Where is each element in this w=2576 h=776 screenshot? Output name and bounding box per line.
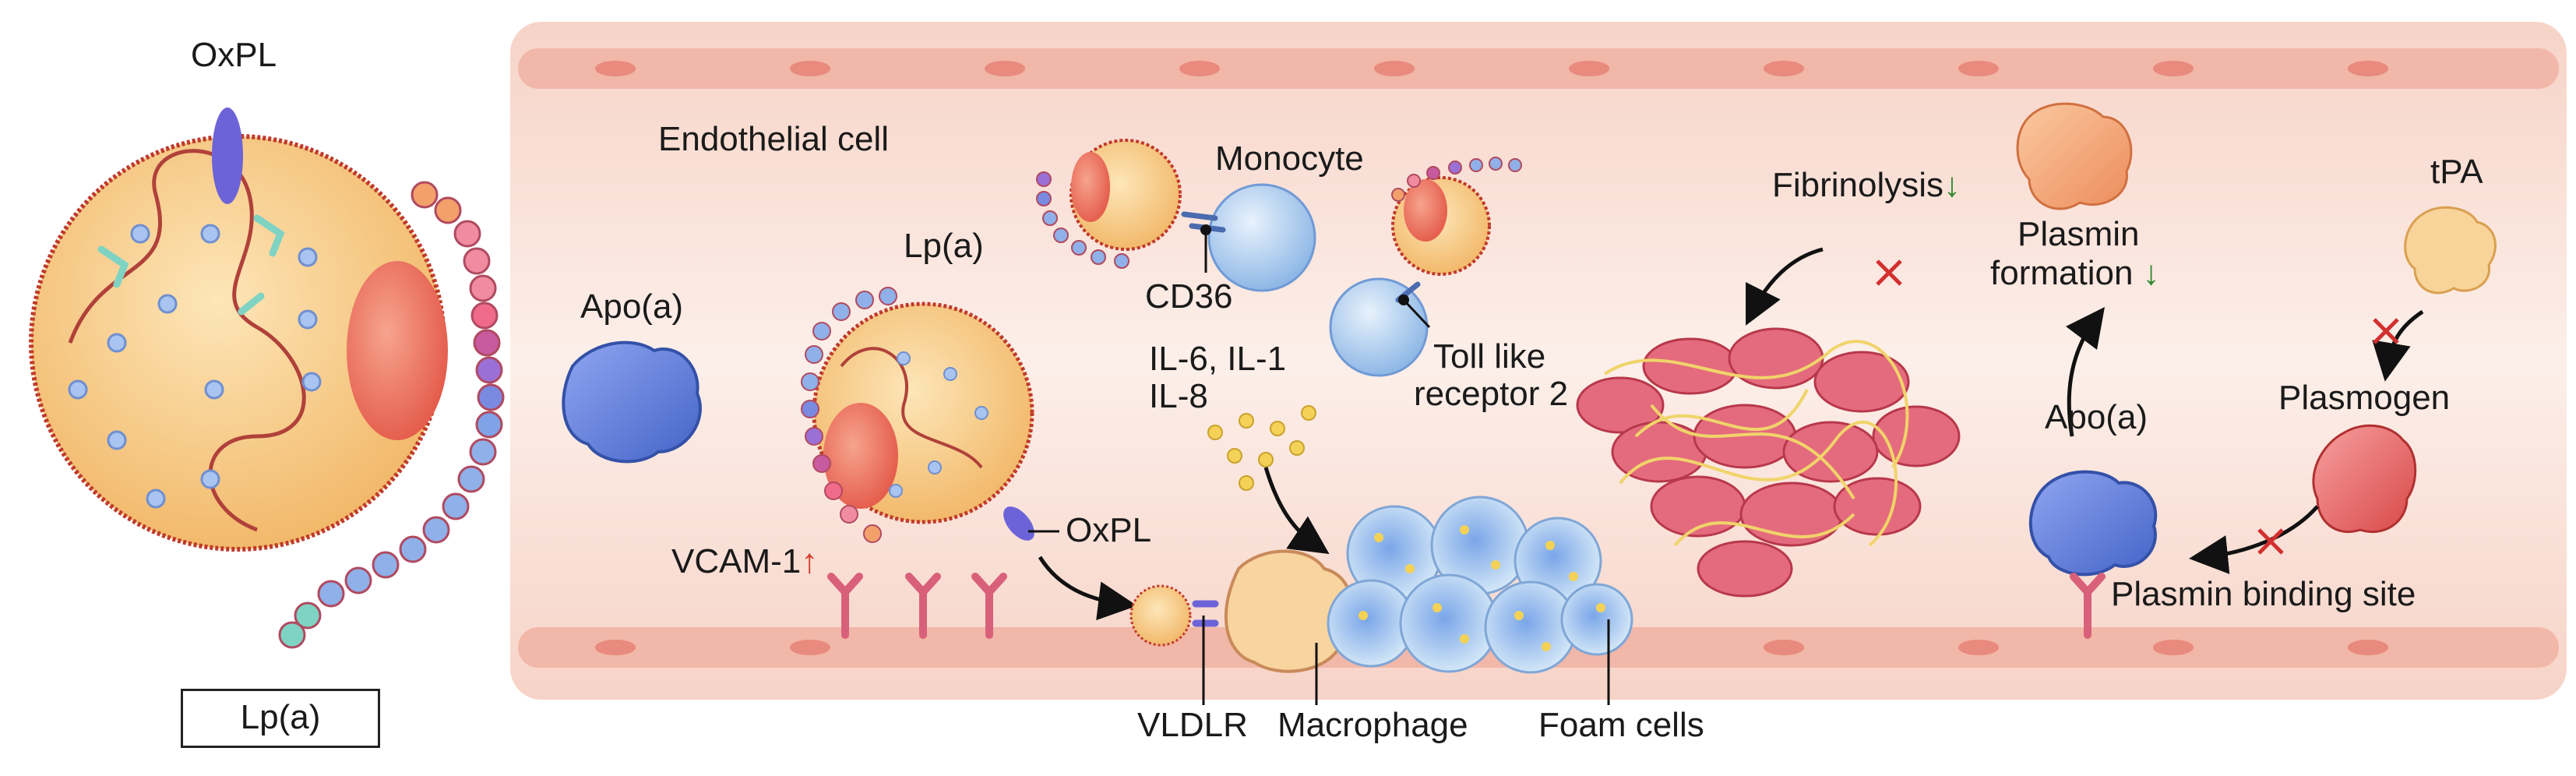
plasmin-label-2: formation ↓ [1990,253,2160,294]
lpa-bound-vldlr [1129,584,1192,647]
foam-cells-label: Foam cells [1538,706,1704,744]
plasmin-blob [2016,102,2133,210]
phospholipid-dots [68,224,322,509]
lpa-box-label: Lp(a) [181,689,380,748]
monocyte-label: Monocyte [1215,139,1364,178]
vcam-up-arrow: ↑ [801,542,819,580]
oxpl-mid-oval [1003,506,1034,541]
oxpl-mid-label: OxPL [1066,511,1152,549]
plasmin-formation-text: formation [1990,254,2134,292]
fibrinolysis-text: Fibrinolysis [1772,166,1944,204]
vldlr-label: VLDLR [1137,706,1248,744]
lpa-particle-large [29,108,448,552]
monocyte-1 [1207,183,1316,292]
inhibit-x-tpa [2373,318,2399,344]
foam-lipid-dots [1358,525,1605,651]
oxpl-oval [212,108,243,204]
lpa-particle-middle [801,287,1034,543]
thrombus [1576,327,1961,598]
cytokines-label-1: IL-6, IL-1 [1149,340,1287,378]
plasmin-down-arrow: ↓ [2142,254,2160,292]
plasmin-label-1: Plasmin [2017,215,2140,253]
apoa-blob-left [562,340,702,464]
plasmin-binding-label: Plasmin binding site [2111,575,2416,613]
cd36-label: CD36 [1145,277,1233,316]
foam-cells [1327,496,1633,674]
inhibit-x-binding [2257,528,2284,555]
tpa-label: tPA [2430,153,2483,191]
endothelial-nuclei-top [595,61,2388,76]
plasmogen-label: Plasmogen [2278,379,2451,417]
tlr2-label-2: receptor 2 [1414,375,1569,413]
tlr2-label-1: Toll like [1433,337,1546,376]
apob-core [347,261,448,440]
lpa-small-top [1036,139,1182,269]
monocyte-2 [1329,277,1429,377]
vcam-label: VCAM-1↑ [671,541,818,582]
endothelial-label: Endothelial cell [658,120,889,158]
apoa-right-label: Apo(a) [2045,398,2148,436]
apoa-left-label: Apo(a) [580,287,684,326]
fibrin-strands [1603,340,1909,547]
plasmogen-blob [2312,424,2417,534]
apoa-kringle-chain [278,181,505,649]
apoa-blob-right [2028,470,2158,577]
oxpl-markers [97,214,285,316]
lpa-small-right [1391,157,1522,276]
vessel-wall-top [518,48,2559,89]
endothelial-nuclei-bottom [595,640,2388,655]
macrophage-label: Macrophage [1277,706,1468,744]
vcam-receptors [827,573,1007,639]
inhibit-x-fibrinolysis [1876,259,1902,286]
tpa-blob [2404,206,2497,295]
vldlr-receptor [1192,600,1219,627]
cytokines-label-2: IL-8 [1149,377,1208,415]
plasmin-binding-receptor [2070,573,2106,639]
lpa-mid-label: Lp(a) [904,227,984,265]
fibrinolysis-label: Fibrinolysis↓ [1772,165,1961,206]
cytokine-dots [1207,405,1316,491]
fibrinolysis-down-arrow: ↓ [1943,166,1961,204]
oxpl-top-label: OxPL [191,36,277,74]
vcam-text: VCAM-1 [671,542,802,580]
